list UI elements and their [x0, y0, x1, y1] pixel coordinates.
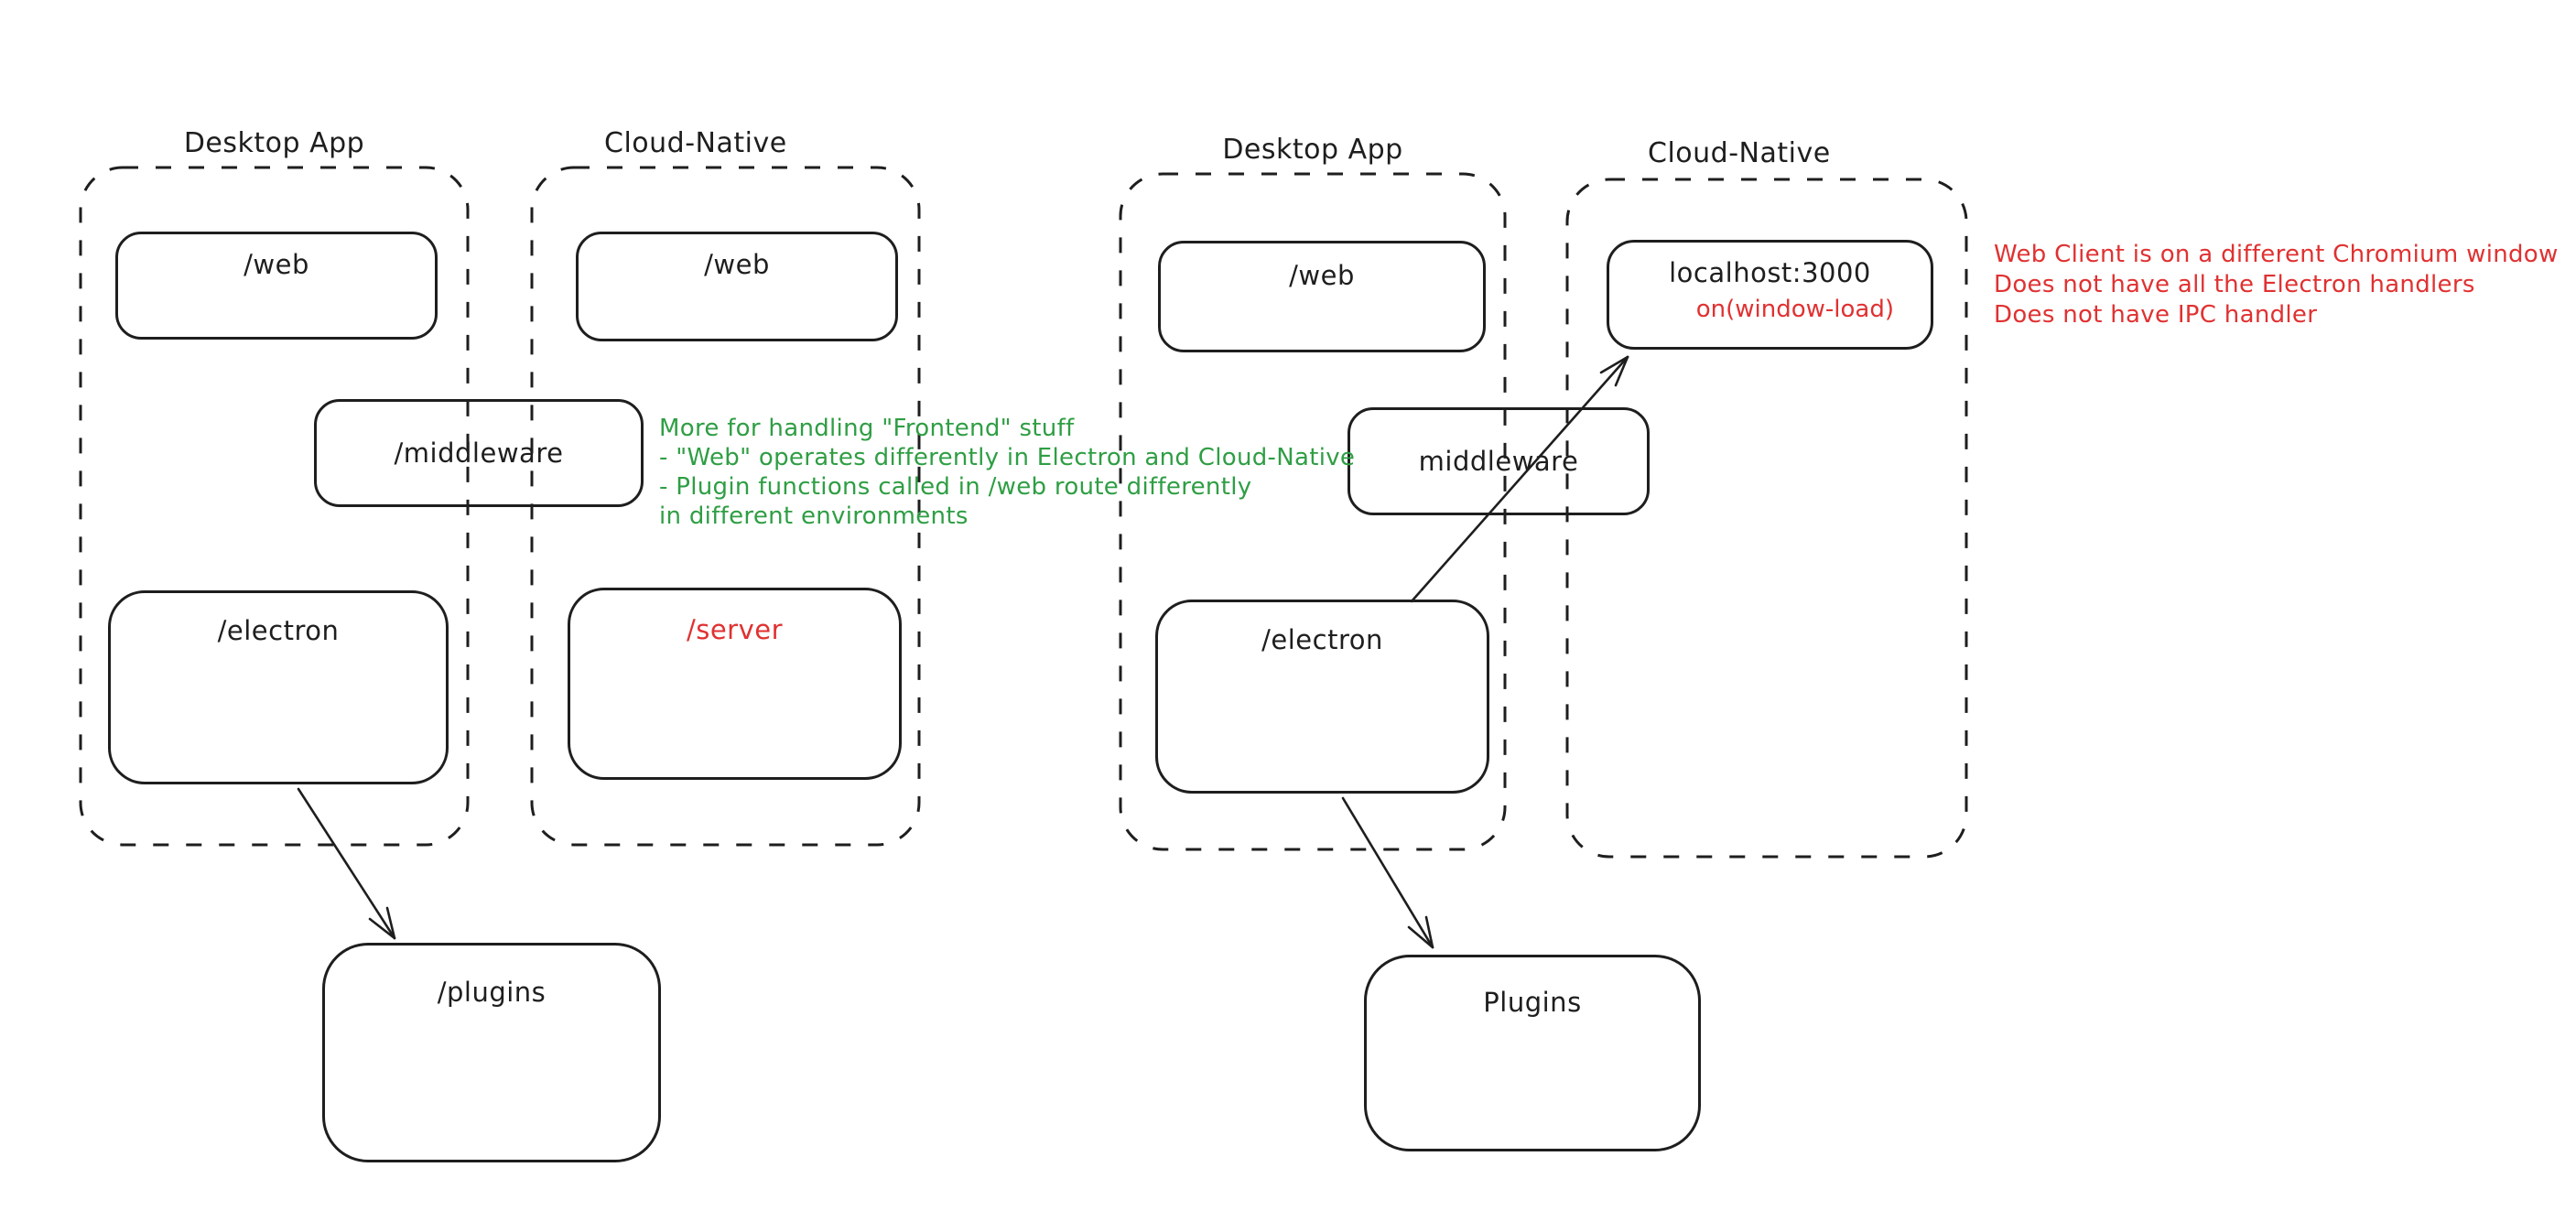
green-note-line: More for handling "Frontend" stuff — [659, 415, 1075, 442]
node-plugins-right-label: Plugins — [1483, 987, 1582, 1018]
green-note: More for handling "Frontend" stuff - "We… — [659, 414, 1355, 531]
green-note-line: in different environments — [659, 503, 969, 530]
arrow-electron-to-plugins-right — [1341, 796, 1434, 949]
red-note: Web Client is on a different Chromium wi… — [1994, 240, 2559, 330]
node-localhost-event-label: on(window-load) — [1695, 296, 1894, 323]
node-middleware-right: middleware — [1348, 407, 1650, 515]
green-note-line: - "Web" operates differently in Electron… — [659, 444, 1356, 471]
node-server-label: /server — [686, 614, 784, 645]
arrow-electron-to-plugins-left — [297, 787, 396, 940]
group-label-desktop-left: Desktop App — [183, 127, 365, 159]
group-label-desktop-right: Desktop App — [1222, 134, 1403, 166]
node-electron-left: /electron — [108, 590, 449, 784]
node-middleware-right-label: middleware — [1418, 446, 1579, 477]
red-note-line: Web Client is on a different Chromium wi… — [1994, 241, 2559, 268]
node-web-desktop-left: /web — [115, 232, 438, 340]
node-middleware-left: /middleware — [314, 399, 644, 507]
node-server-cloud-left: /server — [568, 588, 902, 780]
group-box-desktop-right — [1119, 172, 1507, 851]
node-electron-left-label: /electron — [217, 615, 340, 646]
red-note-line: Does not have all the Electron handlers — [1994, 271, 2475, 298]
node-web-cloud-left-label: /web — [704, 249, 770, 280]
group-label-cloud-right: Cloud-Native — [1648, 137, 1831, 169]
node-plugins-left: /plugins — [322, 943, 661, 1162]
node-web-desktop-left-label: /web — [244, 249, 309, 280]
arrow-electron-to-localhost — [1410, 355, 1629, 603]
group-box-cloud-right — [1565, 178, 1968, 859]
node-localhost: localhost:3000 on(window-load) — [1607, 240, 1933, 350]
node-web-desktop-right: /web — [1158, 241, 1486, 352]
node-web-cloud-left: /web — [576, 232, 898, 341]
node-plugins-right: Plugins — [1364, 955, 1701, 1151]
node-middleware-left-label: /middleware — [394, 438, 564, 469]
red-note-line: Does not have IPC handler — [1994, 301, 2318, 329]
node-electron-right-label: /electron — [1261, 624, 1383, 655]
green-note-line: - Plugin functions called in /web route … — [659, 473, 1252, 501]
node-localhost-content: localhost:3000 on(window-load) — [1609, 243, 1931, 323]
node-localhost-label: localhost:3000 — [1669, 257, 1871, 288]
node-plugins-left-label: /plugins — [437, 977, 547, 1008]
group-label-cloud-left: Cloud-Native — [604, 127, 787, 159]
node-electron-right: /electron — [1155, 600, 1489, 794]
node-web-desktop-right-label: /web — [1289, 260, 1355, 291]
